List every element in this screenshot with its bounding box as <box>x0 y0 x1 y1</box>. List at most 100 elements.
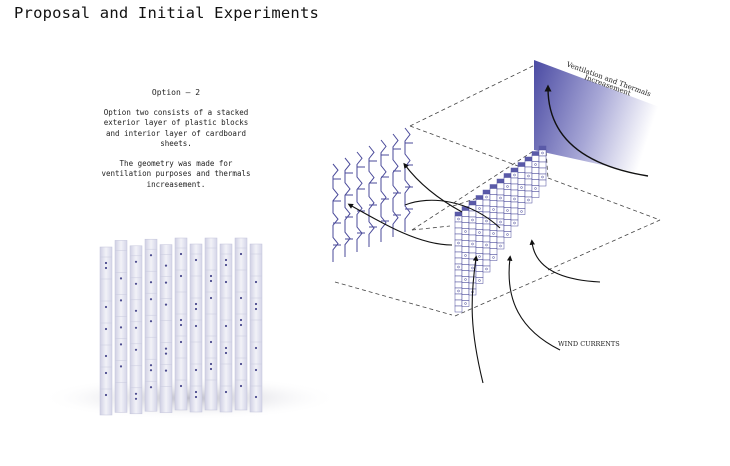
option-paragraph-2: The geometry was made for ventilation pu… <box>101 158 251 189</box>
vent-hole <box>209 274 213 278</box>
grid-cell <box>524 190 533 198</box>
block-column <box>144 238 158 412</box>
grid-cell <box>538 149 547 157</box>
grid-cell <box>524 196 533 204</box>
vent-hole <box>209 367 213 371</box>
grid-cell <box>468 234 477 242</box>
grid-cell <box>538 167 547 175</box>
vent-hole <box>134 392 138 395</box>
vent-hole <box>254 307 258 311</box>
grid-cell <box>496 236 505 244</box>
grid-cell <box>468 252 477 260</box>
block-column <box>189 243 203 413</box>
grid-cell <box>461 216 470 223</box>
page-title: Proposal and Initial Experiments <box>14 4 320 22</box>
grid-cell <box>538 161 547 169</box>
grid-cell <box>503 213 512 220</box>
grid-cap <box>503 173 512 178</box>
vent-hole <box>194 395 198 399</box>
grid-cell <box>503 177 512 184</box>
vent-hole <box>224 390 228 394</box>
vent-hole <box>104 261 108 265</box>
grid-cell <box>454 293 463 301</box>
block-column <box>129 245 143 415</box>
grid-cell <box>482 235 491 243</box>
vent-hole <box>164 303 168 306</box>
vent-hole <box>254 368 258 372</box>
vent-hole <box>194 258 198 262</box>
grid-cell <box>524 184 533 192</box>
vent-hole <box>239 362 243 366</box>
vent-hole <box>194 368 198 372</box>
vent-hole <box>134 397 138 400</box>
vent-hole <box>254 346 258 350</box>
grid-cell <box>475 247 484 254</box>
grid-cell <box>510 201 519 209</box>
grid-cell <box>482 241 491 249</box>
grid-cell <box>461 264 470 271</box>
vent-hole <box>194 324 198 328</box>
vent-hole <box>149 364 153 367</box>
vent-hole <box>164 264 168 267</box>
block-column <box>249 243 263 413</box>
grid-cell <box>468 210 477 218</box>
vent-hole <box>179 384 183 388</box>
grid-cell <box>454 305 463 313</box>
vent-hole <box>134 309 138 312</box>
grid-cell <box>538 173 547 181</box>
grid-cell <box>496 242 505 250</box>
block-column <box>99 246 113 416</box>
vent-hole <box>134 326 138 329</box>
vent-hole <box>104 327 108 331</box>
grid-cell <box>461 210 470 217</box>
cardboard-sheet <box>392 133 399 237</box>
vent-hole <box>239 296 243 300</box>
grid-cell <box>461 282 470 289</box>
grid-cap <box>468 200 477 206</box>
vent-hole <box>134 348 138 351</box>
grid-cell <box>517 190 526 197</box>
grid-cell <box>482 253 491 261</box>
grid-cap <box>454 211 463 217</box>
grid-cell <box>461 294 470 301</box>
grid-cell <box>461 300 470 307</box>
grid-cell <box>475 253 484 260</box>
vent-hole <box>254 302 258 306</box>
cardboard-sheet <box>404 127 411 232</box>
grid-cell <box>482 229 491 237</box>
vent-hole <box>224 346 228 350</box>
grid-cell <box>510 213 519 221</box>
grid-cell <box>503 183 512 190</box>
grid-cap <box>531 151 540 156</box>
grid-cell <box>517 208 526 215</box>
grid-cell <box>454 275 463 283</box>
grid-cell <box>531 191 540 198</box>
thermal-gradient-panel: Ventilation and Thermals Increasement <box>534 60 662 178</box>
grid-cell <box>461 276 470 283</box>
vent-hole <box>119 326 123 329</box>
cardboard-sheet <box>356 151 363 252</box>
grid-cell <box>517 202 526 209</box>
grid-cell <box>461 228 470 235</box>
grid-cell <box>503 195 512 202</box>
vent-hole <box>224 351 228 355</box>
vent-hole <box>119 365 123 368</box>
vent-hole <box>149 254 153 257</box>
vent-hole <box>209 279 213 283</box>
grid-cell <box>531 179 540 186</box>
grid-cell <box>524 172 533 180</box>
grid-cell <box>503 219 512 226</box>
block-column <box>234 237 248 411</box>
grid-cell <box>489 200 498 207</box>
grid-cell <box>454 287 463 295</box>
vent-hole <box>194 390 198 394</box>
block-column <box>219 243 233 413</box>
grid-cell <box>510 195 519 203</box>
grid-cell <box>496 188 505 196</box>
grid-cell <box>475 229 484 236</box>
grid-cell <box>454 263 463 271</box>
grid-cell <box>454 299 463 307</box>
grid-cell <box>468 276 477 284</box>
block-wall-render <box>40 237 340 420</box>
